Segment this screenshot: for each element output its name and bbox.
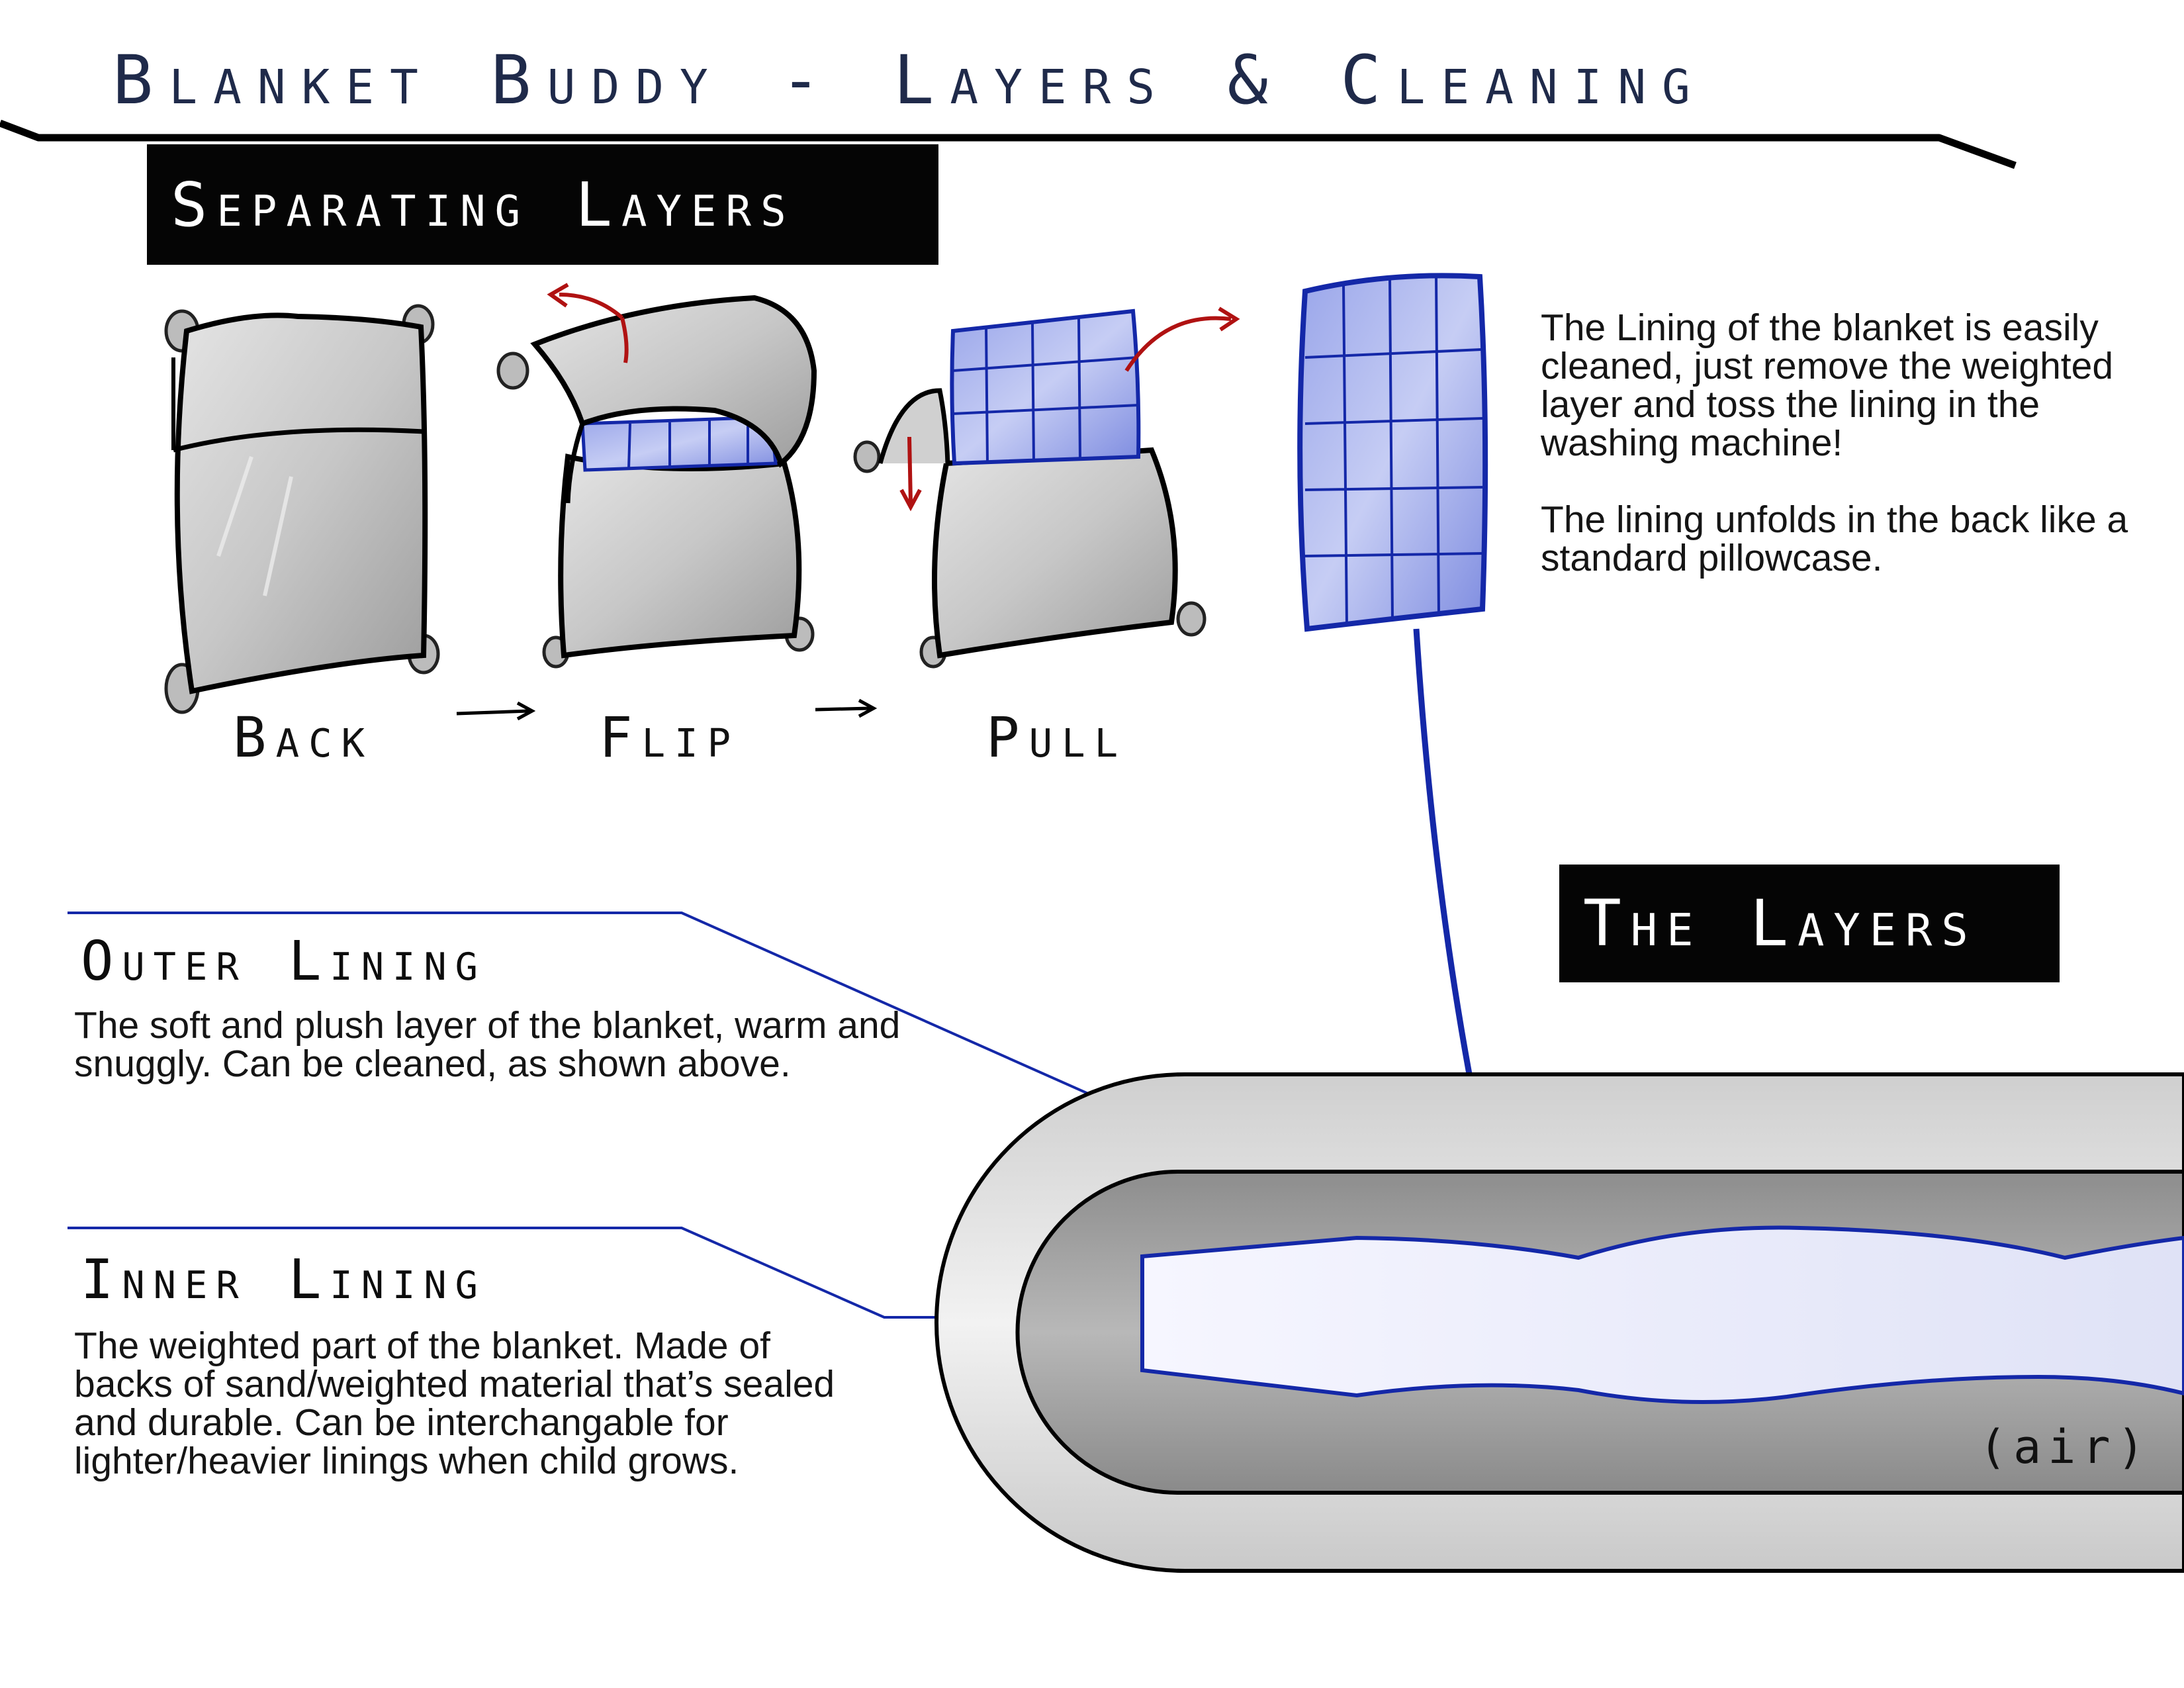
back-pillow-illustration: [164, 304, 440, 714]
lining-cleaning-text: The Lining of the blanket is easily clea…: [1541, 308, 2150, 616]
section-header-separating-layers: Separating Layers: [147, 144, 938, 265]
step-arrow-1: [456, 701, 536, 721]
step-label-flip: Flip: [599, 705, 741, 770]
step-label-back: Back: [233, 705, 375, 770]
pull-pillow-illustration: [853, 306, 1240, 669]
flip-pillow-illustration: [496, 283, 817, 669]
section-header-the-layers: The Layers: [1559, 865, 2060, 982]
air-label: (air): [1979, 1420, 2152, 1474]
inner-lining-description: The weighted part of the blanket. Made o…: [74, 1325, 835, 1482]
page-title: Blanket Buddy - Layers & Cleaning: [113, 41, 1706, 120]
title-underline: [0, 119, 2017, 169]
inner-lining-heading: Inner Lining: [81, 1248, 486, 1311]
layers-cross-section: [934, 1072, 2184, 1573]
step-arrow-2: [815, 698, 878, 718]
outer-lining-heading: Outer Lining: [81, 930, 486, 993]
outer-lining-description: The soft and plush layer of the blanket,…: [74, 1004, 901, 1085]
lining-cleaning-paragraph: The Lining of the blanket is easily clea…: [1541, 306, 2114, 464]
lining-unfold-paragraph: The lining unfolds in the back like a st…: [1541, 498, 2128, 579]
outer-lining-leader: [68, 912, 1160, 1127]
step-label-pull: Pull: [986, 705, 1128, 770]
